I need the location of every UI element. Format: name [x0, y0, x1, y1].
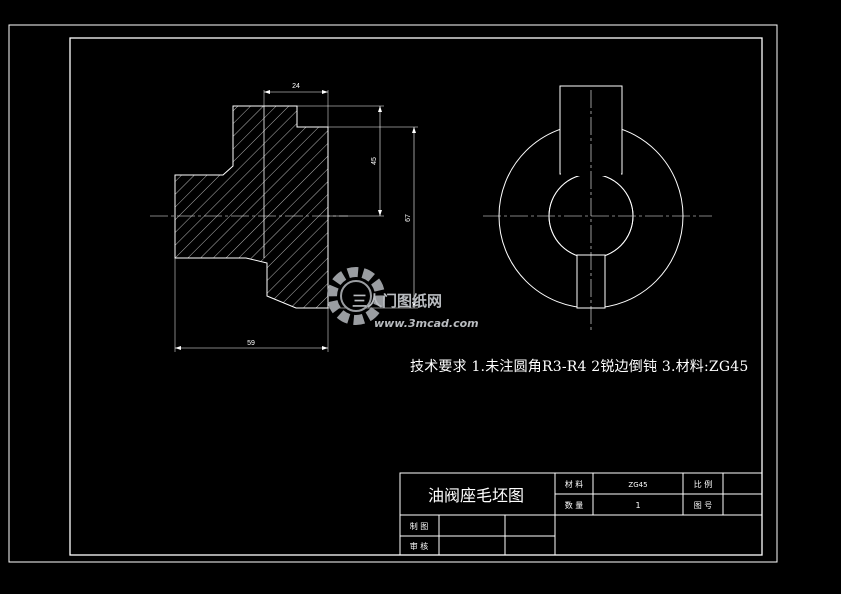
dim-24-arrow-right — [322, 90, 328, 94]
gear-logo-icon — [327, 267, 385, 325]
dim-59-arrow-left — [175, 346, 181, 350]
dim-45-arrow-top — [378, 106, 382, 112]
title-block — [399, 472, 763, 556]
reviewed-by-label: 审 核 — [410, 541, 429, 551]
quantity-value: 1 — [635, 501, 640, 510]
section-view: 24 45 67 59 — [150, 83, 418, 352]
dim-45-arrow-bottom — [378, 210, 382, 216]
dim-24-text: 24 — [292, 83, 300, 90]
material-label: 材 料 — [565, 479, 584, 489]
dim-45-text: 45 — [371, 157, 378, 165]
quantity-label: 数 量 — [565, 500, 584, 510]
watermark-site-text: www.3mcad.com — [374, 317, 479, 330]
drawing-title: 油阀座毛坯图 — [428, 486, 524, 505]
watermark-brand-text: 三人门图纸网 — [352, 292, 442, 310]
dim-67-arrow-bottom — [412, 302, 416, 308]
dim-59-arrow-right — [322, 346, 328, 350]
drawn-by-label: 制 图 — [410, 521, 429, 531]
drawing-number-label: 图 号 — [694, 501, 713, 510]
end-view — [483, 85, 712, 332]
section-hatched-body — [174, 105, 329, 309]
scale-label: 比 例 — [694, 479, 713, 489]
dim-59-text: 59 — [247, 340, 255, 347]
technical-requirements-text: 技术要求 1.未注圆角R3-R4 2锐边倒钝 3.材料:ZG45 — [410, 359, 749, 375]
watermark: 三人门图纸网 www.3mcad.com — [327, 267, 479, 330]
dim-24-arrow-left — [264, 90, 270, 94]
dim-67-text: 67 — [405, 214, 412, 222]
material-value: ZG45 — [628, 481, 647, 489]
outer-sheet-border — [8, 24, 778, 563]
dim-67-arrow-top — [412, 127, 416, 133]
